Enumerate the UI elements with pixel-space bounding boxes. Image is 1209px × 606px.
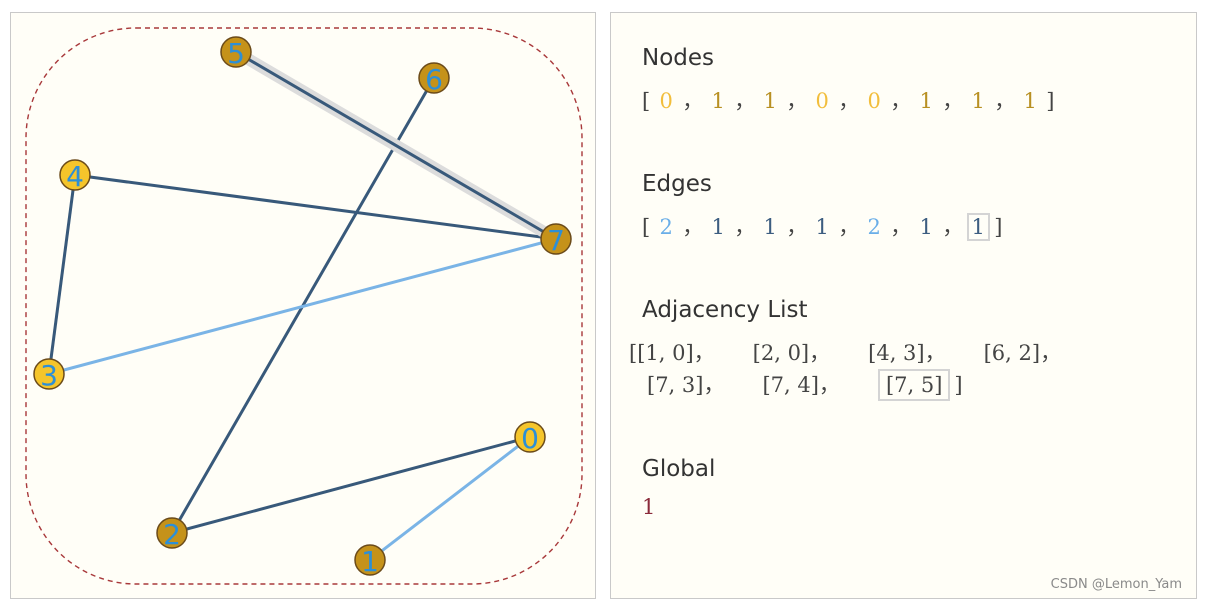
adjacency-pair: [7, 4]， xyxy=(762,373,840,397)
edges-list: [2，1，1，1，2，1，1] xyxy=(642,211,1002,241)
nodes-separator: ， xyxy=(838,89,860,113)
global-value: 1 xyxy=(642,495,656,519)
nodes-value: 1 xyxy=(919,89,933,113)
adjacency-pair: [1, 0]， xyxy=(637,341,715,365)
edge-2-0 xyxy=(171,435,531,535)
node-label-0: 0 xyxy=(521,422,539,455)
nodes-separator: ， xyxy=(994,89,1016,113)
nodes-separator: ， xyxy=(942,89,964,113)
adjacency-pair-highlighted: [7, 5] xyxy=(877,369,951,401)
graph-panel: 0 1 2 3 4 5 6 7 xyxy=(10,12,596,599)
adjacency-pair: [6, 2]， xyxy=(983,341,1062,365)
nodes-separator: ， xyxy=(890,89,912,113)
node-circle-4 xyxy=(59,159,91,191)
edges-separator: ， xyxy=(890,215,912,239)
edges-open-bracket: [ xyxy=(642,215,651,239)
edges-separator: ， xyxy=(734,215,756,239)
edges-value: 1 xyxy=(711,215,725,239)
adjacency-pair: [4, 3]， xyxy=(868,341,946,365)
nodes-value: 0 xyxy=(659,89,673,113)
nodes-separator: ， xyxy=(682,89,704,113)
node-label-1: 1 xyxy=(361,545,379,578)
graph-node-5[interactable]: 5 xyxy=(220,36,252,70)
nodes-value: 1 xyxy=(971,89,985,113)
edge-7-4 xyxy=(74,173,557,241)
adjacency-row1-items: [1, 0]， [2, 0]， [4, 3]， [6, 2]， xyxy=(637,337,1099,367)
node-label-7: 7 xyxy=(547,224,565,257)
edges-value: 2 xyxy=(867,215,881,239)
edges-separator: ， xyxy=(942,215,964,239)
edges-value: 2 xyxy=(659,215,673,239)
node-circle-0 xyxy=(514,421,546,453)
node-label-6: 6 xyxy=(425,63,443,96)
edges-separator: ， xyxy=(682,215,704,239)
edges-value: 1 xyxy=(815,215,829,239)
adjacency-title: Adjacency List xyxy=(642,297,808,323)
edges-close-bracket: ] xyxy=(994,215,1003,239)
adjacency-pair: [7, 3]， xyxy=(647,373,725,397)
nodes-value: 1 xyxy=(711,89,725,113)
graph-node-0[interactable]: 0 xyxy=(514,421,546,455)
graph-node-3[interactable]: 3 xyxy=(33,358,65,392)
edges-separator: ， xyxy=(786,215,808,239)
adjacency-row-1: [[1, 0]， [2, 0]， [4, 3]， [6, 2]， xyxy=(629,337,1099,367)
graph-node-6[interactable]: 6 xyxy=(418,62,450,96)
watermark: CSDN @Lemon_Yam xyxy=(1050,577,1182,592)
graph-node-2[interactable]: 2 xyxy=(156,517,188,551)
graph-node-4[interactable]: 4 xyxy=(59,159,91,193)
node-label-5: 5 xyxy=(227,37,245,70)
node-circle-3 xyxy=(33,358,65,390)
graph-node-1[interactable]: 1 xyxy=(354,544,386,578)
nodes-close-bracket: ] xyxy=(1046,89,1055,113)
edges-value: 1 xyxy=(763,215,777,239)
edges-value: 1 xyxy=(962,213,994,241)
adjacency-open-bracket: [ xyxy=(629,341,638,365)
graph-node-7[interactable]: 7 xyxy=(540,223,572,257)
nodes-list: [0 ， 1 ， 1 ， 0 ， 0 ， 1 ， 1 ， 1] xyxy=(642,85,1054,115)
edge-layer xyxy=(47,46,562,562)
adjacency-pair: [2, 0]， xyxy=(752,341,831,365)
nodes-title: Nodes xyxy=(642,45,715,71)
node-circle-7 xyxy=(540,223,572,255)
graph-canvas: 0 1 2 3 4 5 6 7 xyxy=(25,27,583,585)
nodes-value: 1 xyxy=(1023,89,1037,113)
graph-boundary xyxy=(25,27,583,585)
info-panel: Nodes [0，1，1，0，0，1，1，1] Edges [2，1，1，1，2… xyxy=(610,12,1197,599)
edge-7-5 xyxy=(235,50,557,241)
edge-1-0 xyxy=(369,435,531,562)
edge-4-3 xyxy=(47,174,77,375)
adjacency-close-bracket: ] xyxy=(954,373,963,397)
edges-value-highlighted: 1 xyxy=(966,213,990,241)
node-circle-2 xyxy=(156,517,188,549)
nodes-value: 1 xyxy=(763,89,777,113)
global-title: Global xyxy=(642,456,716,482)
node-layer: 0 1 2 3 4 5 6 7 xyxy=(33,36,572,578)
node-label-3: 3 xyxy=(40,359,58,392)
adjacency-row-2: [7, 3]， [7, 4]， [7, 5]] xyxy=(647,369,963,401)
nodes-open-bracket: [ xyxy=(642,89,651,113)
node-circle-5 xyxy=(220,36,252,68)
edges-separator: ， xyxy=(838,215,860,239)
node-label-4: 4 xyxy=(66,160,84,193)
nodes-value: 0 xyxy=(815,89,829,113)
edges-title: Edges xyxy=(642,171,712,197)
nodes-separator: ， xyxy=(734,89,756,113)
node-circle-6 xyxy=(418,62,450,94)
nodes-value: 0 xyxy=(867,89,881,113)
adjacency-row2-items: [7, 3]， [7, 4]， xyxy=(647,369,878,399)
nodes-separator: ， xyxy=(786,89,808,113)
node-circle-1 xyxy=(354,544,386,576)
edge-7-3 xyxy=(48,237,557,376)
node-label-2: 2 xyxy=(163,518,181,551)
edges-value: 1 xyxy=(919,215,933,239)
